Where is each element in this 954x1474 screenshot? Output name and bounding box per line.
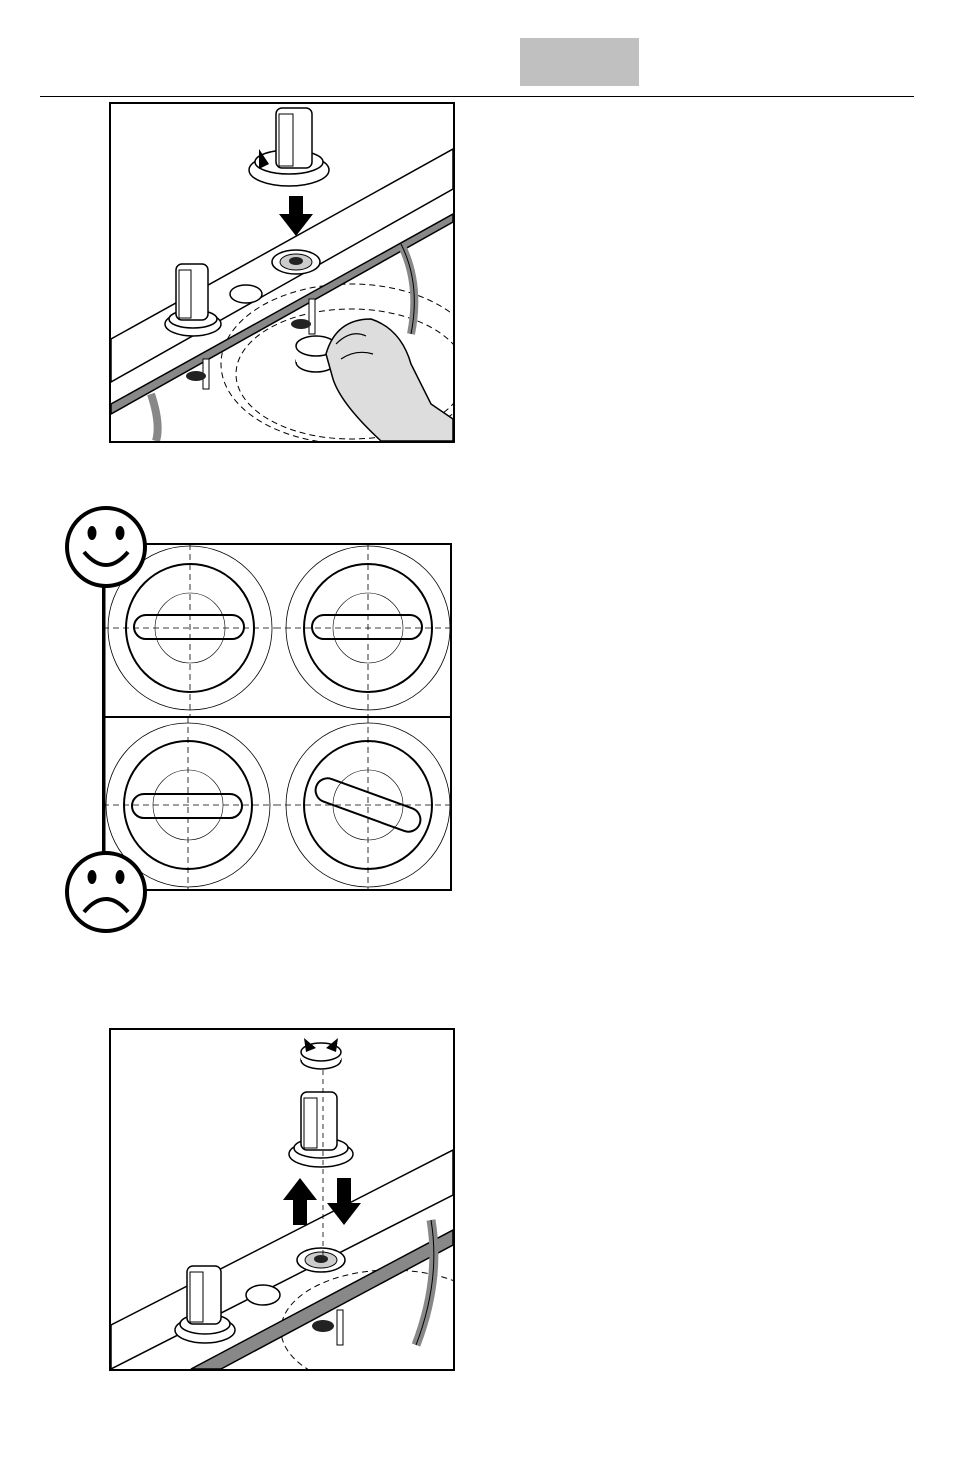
frowning-face-icon [67,853,145,931]
handle-remove-replace-icon [111,1030,453,1369]
handle-alignment-grid-icon [60,500,460,940]
header-section-tab [520,38,639,86]
step-install-handle-illustration [109,102,455,443]
step-adjust-handle-illustration [109,1028,455,1371]
smiley-face-icon [67,508,145,586]
alignment-check-illustration [60,500,460,940]
handle-tightening-nut-icon [111,104,453,441]
header-rule [40,96,914,97]
